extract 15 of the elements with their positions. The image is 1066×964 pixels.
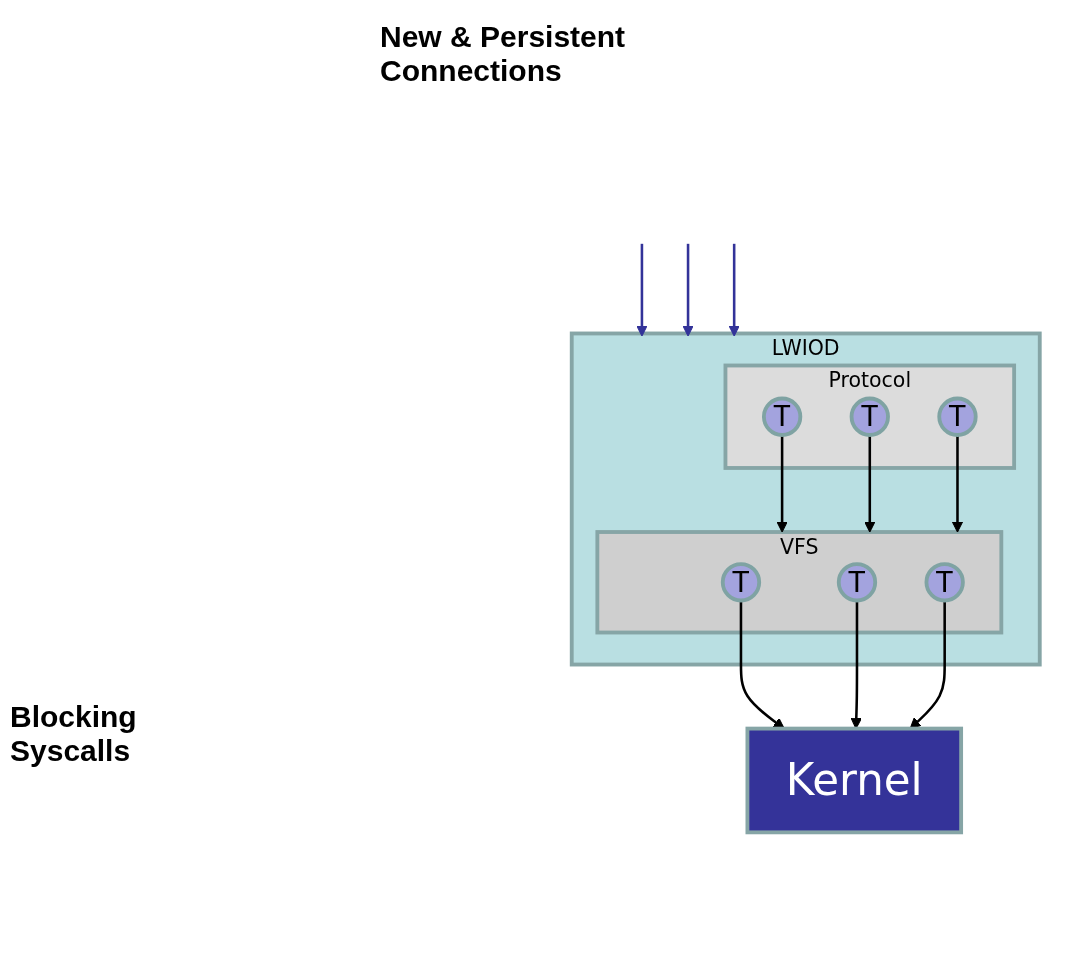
arrow bbox=[728, 243, 740, 337]
node-circle: T bbox=[924, 562, 965, 603]
arrow bbox=[636, 243, 648, 337]
arrow bbox=[776, 434, 788, 533]
node-circle: T bbox=[720, 562, 762, 603]
node-circle: T bbox=[849, 396, 890, 437]
node-circle: T bbox=[761, 396, 803, 437]
note-text: New & Persistent Connections bbox=[380, 20, 627, 88]
arrow bbox=[682, 243, 694, 337]
note-text: Blocking Syscalls bbox=[10, 700, 138, 768]
node-circle: T bbox=[836, 562, 878, 603]
node-circle: T bbox=[937, 396, 978, 437]
arrow bbox=[951, 434, 964, 533]
arrow bbox=[864, 434, 876, 533]
node-box: Kernel bbox=[745, 726, 964, 835]
